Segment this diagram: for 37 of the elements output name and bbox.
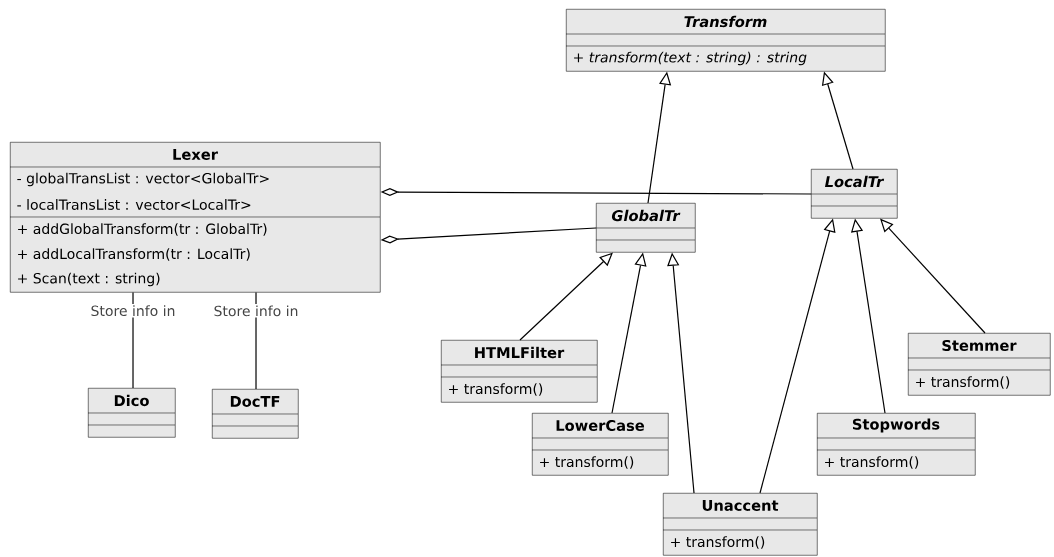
- class-name: Unaccent: [702, 500, 779, 511]
- method: + Scan(text : string): [18, 272, 160, 287]
- class-name: Transform: [684, 15, 767, 28]
- inheritance-arrow: [519, 252, 613, 341]
- class-box: [810, 169, 898, 219]
- method: + transform(): [671, 536, 765, 549]
- association-line: [132, 291, 134, 389]
- class-box: [595, 203, 696, 253]
- method: + addLocalTransform(tr : LocalTr): [18, 248, 250, 261]
- class-name: HTMLFilter: [475, 346, 565, 359]
- class-name: LowerCase: [556, 419, 645, 432]
- class-name: Lexer: [173, 149, 218, 160]
- method: + transform(): [540, 456, 634, 469]
- class-box: [531, 413, 669, 476]
- method: + transform(): [825, 456, 919, 469]
- class-box: [816, 413, 976, 476]
- class-box: [211, 389, 299, 439]
- edge-label: Store info in: [212, 304, 300, 318]
- class-name: Stemmer: [942, 339, 1017, 352]
- class-name: Stopwords: [852, 418, 940, 433]
- method: + transform(): [916, 376, 1010, 389]
- class-name: LocalTr: [825, 175, 885, 188]
- method: + transform(): [449, 383, 543, 396]
- method: + transform(text : string) : string: [574, 51, 807, 66]
- edge-label: Store info in: [89, 303, 177, 318]
- class-box: [9, 142, 381, 293]
- class-box: [87, 388, 176, 438]
- class-box: [440, 340, 598, 403]
- class-name: Dico: [114, 394, 149, 407]
- class-box: [662, 493, 818, 556]
- class-name: GlobalTr: [611, 209, 681, 222]
- class-box: [565, 9, 886, 72]
- attribute: - localTransList : vector<LocalTr>: [17, 199, 251, 210]
- method: + addGlobalTransform(tr : GlobalTr): [18, 223, 267, 236]
- attribute: - globalTransList : vector<GlobalTr>: [17, 172, 269, 187]
- class-box: [907, 333, 1051, 396]
- class-name: DocTF: [230, 396, 280, 407]
